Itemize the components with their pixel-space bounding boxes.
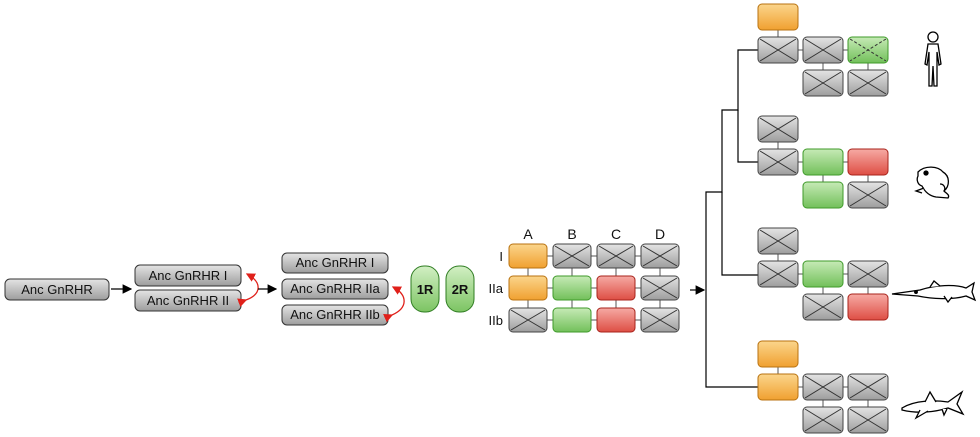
row-label-iib: IIb	[489, 313, 503, 328]
anc-gnrhr-ii-box: Anc GnRHR II	[134, 289, 242, 312]
red-translocation-arrow-1	[237, 273, 259, 308]
lineage-cell-frog-2-1	[802, 181, 844, 209]
column-label-a: A	[523, 226, 533, 242]
lineage-cell-frog-1-0	[757, 148, 799, 176]
tree-branch-shark	[705, 290, 758, 388]
gar-fish-icon	[891, 280, 977, 304]
round-1r: 1R	[410, 265, 440, 313]
lineage-gar	[757, 227, 889, 321]
anc-gnrhr-iia-label: Anc GnRHR IIa	[290, 281, 380, 296]
anc-gnrhr-box: Anc GnRHR	[4, 278, 110, 301]
paralog-cell-iib-d	[640, 307, 680, 333]
phylogenetic-tree	[705, 49, 758, 388]
paralog-cell-iia-b	[552, 275, 592, 301]
paralog-cell-i-b	[552, 243, 592, 269]
lineage-cell-gar-0-0	[757, 227, 799, 255]
paralog-cell-iib-b	[552, 307, 592, 333]
paralog-cell-i-c	[596, 243, 636, 269]
paralog-cell-iia-c	[596, 275, 636, 301]
lineage-cell-human-1-2	[847, 36, 889, 64]
anc-gnrhr-i-box: Anc GnRHR I	[134, 264, 242, 287]
anc-gnrhr-iib-label: Anc GnRHR IIb	[290, 307, 380, 322]
lineage-cell-gar-1-2	[847, 260, 889, 288]
anc-gnrhr-i-box-2: Anc GnRHR I	[281, 252, 389, 274]
lineage-cell-gar-2-2	[847, 293, 889, 321]
lineage-cell-gar-1-1	[802, 260, 844, 288]
paralog-cell-iib-c	[596, 307, 636, 333]
lineage-cell-gar-2-1	[802, 293, 844, 321]
anc-gnrhr-iia-box: Anc GnRHR IIa	[281, 278, 389, 300]
anc-gnrhr-i2-label: Anc GnRHR I	[296, 255, 375, 270]
tree-branch-frog	[737, 110, 758, 163]
column-label-b: B	[567, 226, 576, 242]
lineage-cell-shark-0-0	[757, 340, 799, 368]
anc-gnrhr-iib-box: Anc GnRHR IIb	[281, 304, 389, 326]
lineage-cell-shark-1-0	[757, 373, 799, 401]
lineage-groups	[757, 3, 889, 434]
lineage-cell-human-1-1	[802, 36, 844, 64]
human-icon	[924, 31, 942, 87]
lineage-cell-frog-1-2	[847, 148, 889, 176]
paralog-cell-i-d	[640, 243, 680, 269]
lineage-cell-frog-2-2	[847, 181, 889, 209]
lineage-cell-frog-1-1	[802, 148, 844, 176]
anc-gnrhr-ii-label: Anc GnRHR II	[147, 293, 229, 308]
lineage-cell-shark-1-2	[847, 373, 889, 401]
anc-gnrhr-i-label: Anc GnRHR I	[149, 268, 228, 283]
lineage-human	[757, 3, 889, 97]
lineage-cell-human-2-1	[802, 69, 844, 97]
tree-branch-human	[705, 49, 758, 290]
round-1r-label: 1R	[417, 282, 434, 297]
lineage-shark	[757, 340, 889, 434]
lineage-frog	[757, 115, 889, 209]
lineage-cell-frog-0-0	[757, 115, 799, 143]
row-label-i: I	[499, 249, 503, 264]
frog-icon	[914, 166, 950, 199]
paralog-cell-i-a	[508, 243, 548, 269]
lineage-cell-human-2-2	[847, 69, 889, 97]
row-label-iia: IIa	[489, 281, 504, 296]
tree-branch-gar	[721, 192, 758, 276]
paralog-cell-iia-a	[508, 275, 548, 301]
anc-gnrhr-label: Anc GnRHR	[21, 282, 93, 297]
column-label-c: C	[611, 226, 621, 242]
shark-icon	[901, 390, 965, 420]
red-translocation-arrow-2	[383, 286, 405, 323]
lineage-cell-shark-1-1	[802, 373, 844, 401]
round-2r: 2R	[445, 265, 475, 313]
paralog-grid: A B C D I IIa IIb	[489, 226, 680, 333]
lineage-cell-shark-2-2	[847, 406, 889, 434]
paralog-cell-iib-a	[508, 307, 548, 333]
column-label-d: D	[655, 226, 665, 242]
lineage-cell-gar-1-0	[757, 260, 799, 288]
lineage-cell-shark-2-1	[802, 406, 844, 434]
lineage-cell-human-1-0	[757, 36, 799, 64]
paralog-cell-iia-d	[640, 275, 680, 301]
round-2r-label: 2R	[452, 282, 469, 297]
lineage-cell-human-0-0	[757, 3, 799, 31]
